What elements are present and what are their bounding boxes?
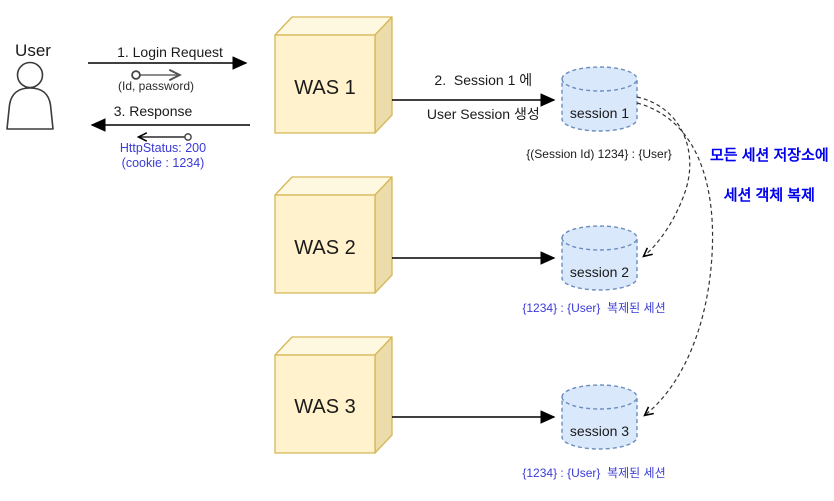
session2-cylinder bbox=[561, 225, 638, 291]
was1-label: WAS 1 bbox=[294, 77, 356, 99]
user-icon bbox=[6, 61, 54, 130]
replication-annotation-line2: 세션 객체 복제 bbox=[723, 187, 815, 204]
create-session-label: 2. Session 1 에 User Session 생성 bbox=[398, 55, 553, 140]
cookie-label: (cookie : 1234) bbox=[121, 156, 205, 170]
login-detail-label: (Id, password) bbox=[117, 79, 195, 93]
session3-label: session 3 bbox=[569, 423, 630, 439]
was2-cube bbox=[274, 176, 393, 294]
session1-cylinder bbox=[561, 66, 638, 132]
session3-cylinder bbox=[561, 384, 638, 450]
session1-note: {(Session Id) 1234} : {User} bbox=[526, 147, 672, 161]
was1-cube bbox=[274, 16, 393, 134]
session1-label: session 1 bbox=[569, 105, 630, 121]
replication-annotation-line1: 모든 세션 저장소에 bbox=[709, 147, 829, 164]
replicate-to-session2-curve bbox=[636, 96, 691, 258]
response-label: 3. Response bbox=[113, 103, 193, 119]
was3-label: WAS 3 bbox=[294, 396, 356, 418]
user-label: User bbox=[15, 41, 51, 60]
replication-annotation: 모든 세션 저장소에 세션 객체 복제 bbox=[688, 126, 834, 226]
login-request-label: 1. Login Request bbox=[117, 44, 223, 60]
replicate-to-session3-curve bbox=[636, 102, 714, 417]
create-session-line2: User Session 생성 bbox=[426, 106, 540, 122]
http-status-label: HttpStatus: 200 bbox=[119, 141, 207, 155]
session3-note: {1234} : {User} 복제된 세션 bbox=[522, 466, 666, 480]
session2-note: {1234} : {User} 복제된 세션 bbox=[522, 301, 666, 315]
was2-label: WAS 2 bbox=[294, 237, 356, 259]
was3-cube bbox=[274, 336, 393, 454]
session2-label: session 2 bbox=[569, 264, 630, 280]
create-session-line1: 2. Session 1 에 bbox=[434, 72, 533, 88]
